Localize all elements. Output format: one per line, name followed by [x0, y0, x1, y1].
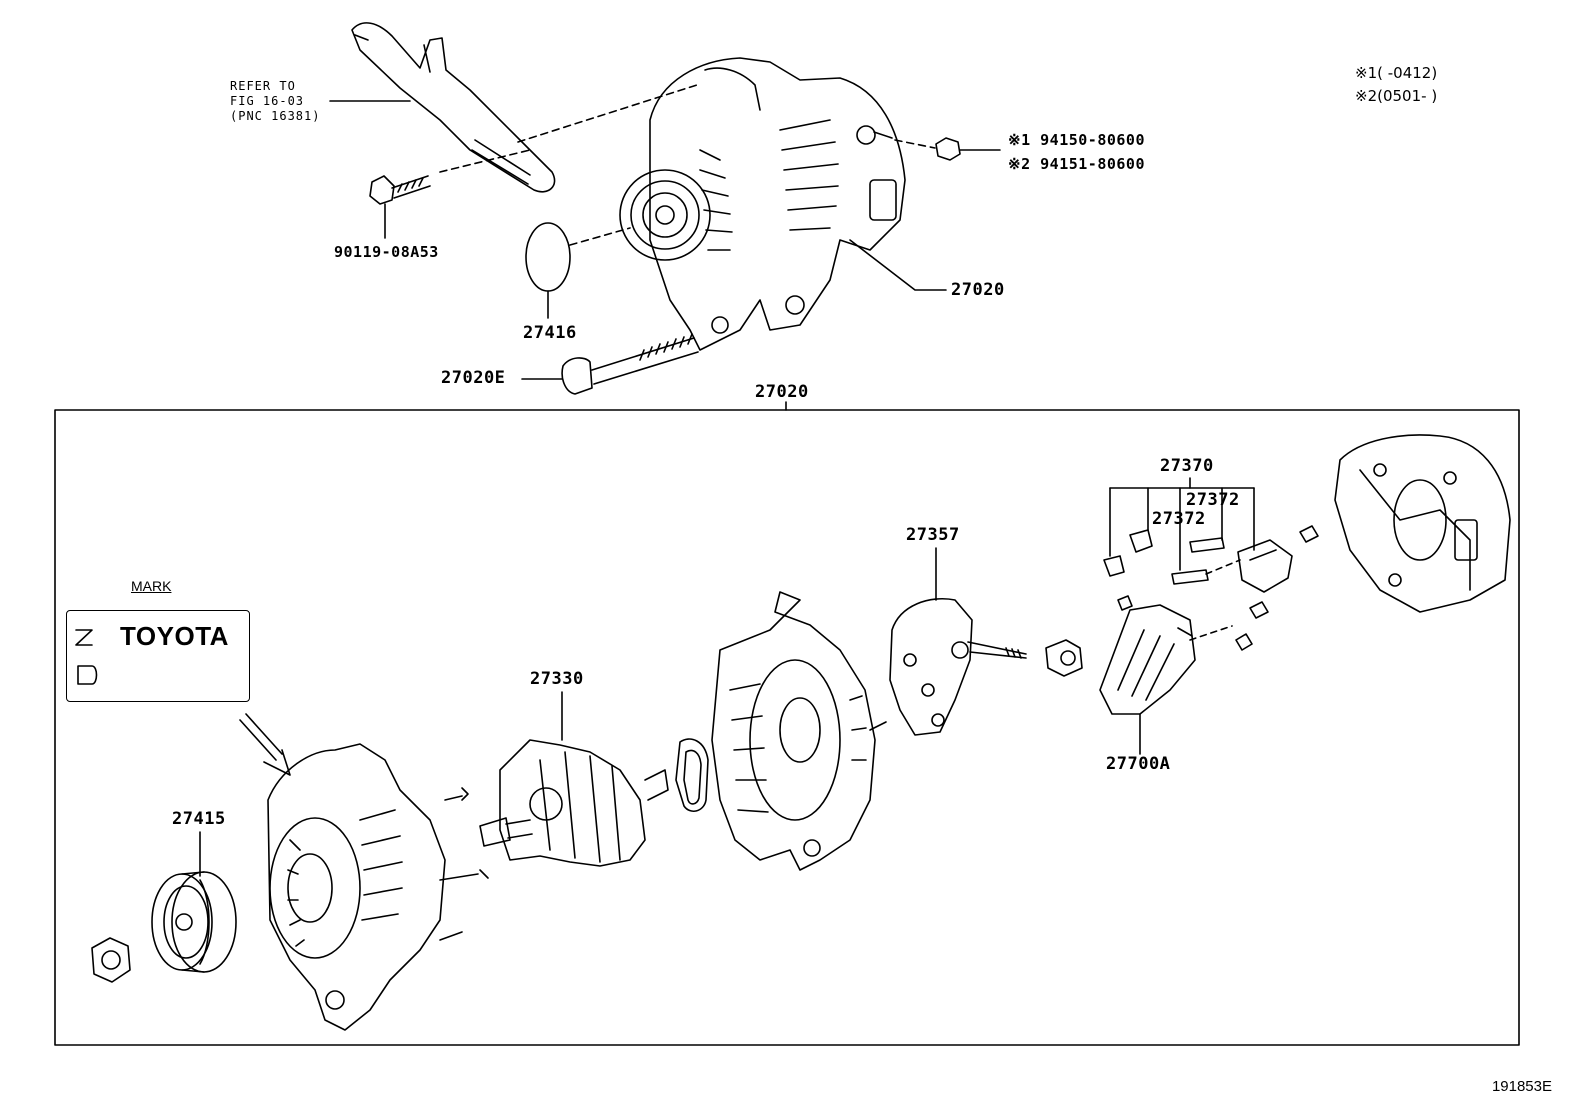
- mark-brand: TOYOTA: [120, 621, 229, 651]
- callout-27416[interactable]: 27416: [523, 323, 577, 343]
- note-serial-range-1: ※1( -0412): [1355, 64, 1438, 82]
- pulley-nut[interactable]: [91, 937, 131, 983]
- brush-holder-leaders: [1109, 477, 1255, 571]
- top-dashed-alignment: [439, 83, 936, 246]
- rotor[interactable]: [479, 739, 669, 867]
- top-leader-lines: [329, 100, 947, 380]
- callout-27372-b[interactable]: 27372: [1152, 509, 1206, 529]
- lower-leader-lines: [199, 547, 1141, 877]
- drive-end-frame[interactable]: [267, 743, 489, 1031]
- callout-27020-frame[interactable]: 27020: [755, 382, 809, 402]
- callout-94150-80600[interactable]: ※1 94150-80600: [1008, 131, 1145, 149]
- rectifier-end-frame[interactable]: [711, 591, 887, 871]
- refer-line-1: REFER TO: [230, 79, 296, 93]
- callout-27357[interactable]: 27357: [906, 525, 960, 545]
- regulator-dashed-alignment: [1189, 559, 1241, 641]
- adjusting-bracket[interactable]: [351, 22, 556, 193]
- callout-94151-80600[interactable]: ※2 94151-80600: [1008, 155, 1145, 173]
- callout-27020E[interactable]: 27020E: [441, 368, 506, 388]
- assembly-frame: [54, 409, 1520, 1046]
- callout-27415[interactable]: 27415: [172, 809, 226, 829]
- pulley-cover[interactable]: [525, 222, 571, 292]
- mark-title: MARK: [131, 578, 172, 594]
- callout-27700A[interactable]: 27700A: [1106, 754, 1171, 774]
- callout-90119-08A53[interactable]: 90119-08A53: [334, 243, 439, 261]
- refer-line-2: FIG 16-03: [230, 94, 305, 108]
- pulley[interactable]: [151, 871, 237, 973]
- terminal-nut[interactable]: [935, 137, 1001, 161]
- alternator-assembly-top[interactable]: [619, 57, 906, 351]
- mark-box: [66, 610, 250, 702]
- callout-27370[interactable]: 27370: [1160, 456, 1214, 476]
- note-serial-range-2: ※2(0501- ): [1355, 87, 1438, 105]
- callout-27020-top[interactable]: 27020: [951, 280, 1005, 300]
- gasket[interactable]: [675, 738, 709, 813]
- callout-27330[interactable]: 27330: [530, 669, 584, 689]
- refer-line-3: (PNC 16381): [230, 109, 321, 123]
- bracket-bolt[interactable]: [369, 175, 431, 205]
- through-bolt[interactable]: [561, 333, 699, 395]
- callout-27372-a[interactable]: 27372: [1186, 490, 1240, 510]
- brush-holder[interactable]: [1103, 529, 1293, 593]
- figure-id: 191853E: [1491, 1078, 1552, 1095]
- rear-end-cover[interactable]: [1334, 434, 1511, 613]
- mark-symbols: [75, 629, 98, 685]
- mark-arrow: [239, 713, 291, 776]
- voltage-regulator[interactable]: [1099, 595, 1196, 715]
- rectifier[interactable]: [889, 598, 1027, 736]
- terminal-insulator[interactable]: [1045, 639, 1083, 677]
- brush-screws[interactable]: [1235, 525, 1319, 651]
